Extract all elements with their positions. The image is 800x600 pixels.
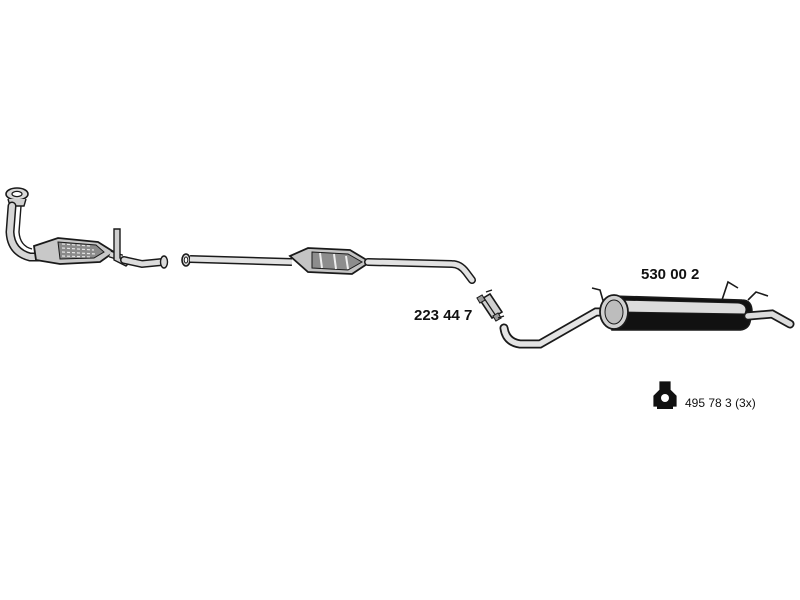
clamp-part	[476, 289, 505, 322]
clamp-part-number: 223 44 7	[414, 307, 473, 324]
rear-section	[499, 280, 795, 349]
rear-muffler	[599, 280, 769, 331]
rear-inlet-pipe	[499, 307, 617, 349]
rubber-mount-part-number: 495 78 3	[685, 396, 732, 410]
rubber-mount-label: 495 78 3 (3x)	[685, 396, 756, 410]
front-pipe-assembly	[5, 187, 169, 269]
rubber-mount-icon	[653, 381, 677, 409]
middle-catalytic-converter	[288, 247, 372, 275]
catalytic-converter-front	[33, 237, 116, 265]
middle-pipe-assembly	[181, 247, 476, 284]
rear-muffler-part-number: 530 00 2	[641, 266, 700, 283]
manifold-flange	[5, 187, 29, 207]
rubber-mount-quantity: (3x)	[735, 396, 756, 410]
